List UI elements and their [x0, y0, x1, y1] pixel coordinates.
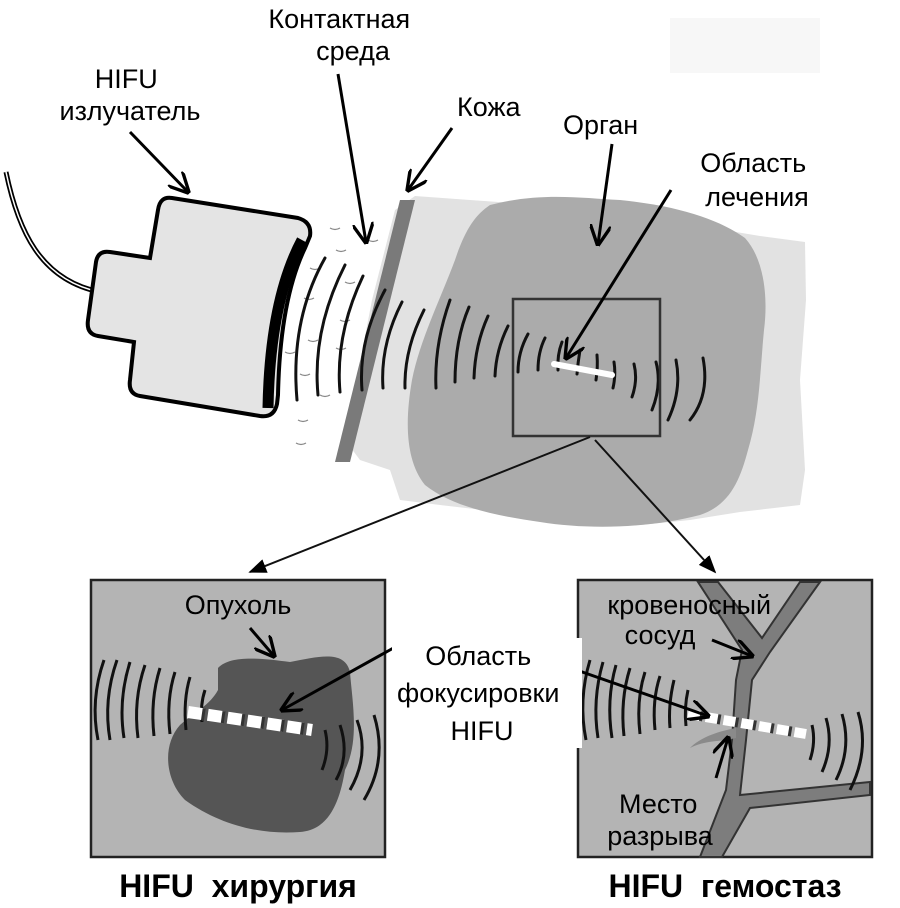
caption-hemostasis: HIFU гемостаз [608, 868, 841, 904]
arrow-vessel [711, 638, 752, 656]
transducer-cable [3, 171, 101, 295]
label-treatment-area: Область лечения [700, 148, 813, 212]
surgery-focal-zone [187, 706, 313, 736]
surgery-panel: Опухоль [89, 578, 398, 859]
label-organ: Орган [563, 110, 638, 140]
zoom-line-right [594, 439, 717, 574]
label-blood-vessel-text: кровеносный сосуд [607, 590, 778, 650]
organ [407, 196, 766, 527]
tumor [168, 656, 354, 833]
zoom-line-left [248, 436, 591, 573]
label-skin: Кожа [457, 92, 522, 122]
label-transducer: HIFU излучатель [60, 64, 201, 126]
ultrasound-waves [294, 256, 707, 422]
label-rupture-site: Место разрыва [607, 789, 714, 851]
contact-medium-bubbles [284, 227, 379, 446]
arrow-treatment-area [566, 189, 673, 358]
treatment-area-box [511, 297, 662, 438]
arrow-rupture [716, 738, 728, 779]
skin-layer [335, 200, 415, 462]
arrow-organ [598, 143, 614, 244]
arrow-contact-medium [336, 73, 366, 242]
background-smudge [670, 18, 820, 73]
arrow-skin [408, 127, 454, 190]
focus-label-bg [392, 638, 582, 748]
arrow-tumor [248, 627, 274, 656]
label-contact-medium: Контактная среда [268, 4, 417, 66]
hemostasis-waves [581, 659, 864, 791]
hifu-transducer [85, 195, 313, 419]
label-tumor: Опухоль [185, 590, 292, 620]
hemostasis-panel [547, 578, 874, 859]
focal-zone [551, 361, 615, 378]
cable-highlight [5, 171, 101, 293]
label-focus-area: Область фокусировки HIFU [397, 641, 567, 746]
arrow-transducer [128, 130, 188, 192]
arrow-focus-left [282, 644, 398, 710]
transducer-face [262, 237, 307, 409]
caption-surgery: HIFU хирургия [119, 868, 357, 904]
